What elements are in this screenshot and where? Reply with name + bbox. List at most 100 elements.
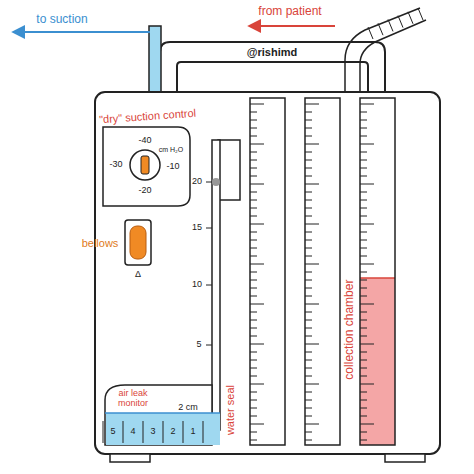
scale-number: 15 — [192, 223, 202, 233]
ruler-tick — [250, 104, 264, 105]
unit-label: cm H₂O — [159, 146, 184, 154]
ruler-tick — [360, 392, 367, 393]
ruler-tick — [305, 400, 312, 401]
ruler-tick — [250, 440, 257, 441]
ruler-tick — [250, 248, 257, 249]
ruler-tick — [250, 232, 257, 233]
scale-number: 5 — [196, 340, 201, 350]
ruler-tick — [250, 184, 264, 185]
ruler-tick — [360, 352, 367, 353]
ruler-tick — [360, 128, 367, 129]
suction-dial — [130, 150, 160, 180]
ruler-tick — [360, 216, 367, 217]
dial-knob — [141, 156, 149, 174]
ruler-tick — [360, 400, 367, 401]
ruler-tick — [250, 272, 257, 273]
ruler-tick — [305, 264, 319, 265]
ruler-tick — [305, 368, 312, 369]
dial-number: -20 — [138, 186, 151, 196]
water — [106, 413, 220, 445]
ruler-tick — [305, 408, 312, 409]
ruler-tick — [250, 208, 257, 209]
flow-label: from patient — [258, 5, 321, 18]
ruler-tick — [305, 344, 319, 345]
ruler-tick — [250, 320, 257, 321]
ruler-tick — [250, 408, 257, 409]
scale-tick — [206, 285, 212, 286]
fluid-level — [360, 277, 395, 279]
ruler-tick — [360, 368, 367, 369]
ruler-tick — [360, 280, 367, 281]
ruler-tick — [360, 320, 367, 321]
ruler-tick — [305, 160, 312, 161]
scale-tick — [206, 182, 212, 183]
level-dot — [212, 178, 220, 186]
collection-ruler — [360, 98, 395, 445]
air-leak-cells — [103, 421, 203, 443]
hose-rib — [368, 27, 373, 39]
ruler-tick — [360, 104, 374, 105]
ruler-tick — [305, 392, 312, 393]
ruler-tick — [250, 176, 257, 177]
ruler-tick — [305, 256, 312, 257]
handle — [160, 42, 385, 92]
housing — [95, 92, 440, 454]
dial-number: -40 — [138, 136, 151, 146]
ruler-tick — [250, 360, 257, 361]
ruler-tick — [250, 352, 257, 353]
hose-rib — [378, 23, 383, 35]
ruler-tick — [360, 328, 367, 329]
ruler-tick — [250, 312, 257, 313]
ruler-tick — [250, 160, 257, 161]
watermark: @rishimd — [247, 46, 297, 58]
foot — [385, 454, 425, 462]
ruler-tick — [250, 304, 264, 305]
ruler-tick — [305, 184, 319, 185]
hose-rib — [418, 8, 423, 20]
ruler-tick — [305, 376, 312, 377]
ruler-tick — [360, 152, 367, 153]
cell-divider — [103, 421, 104, 443]
ruler-tick — [250, 216, 257, 217]
ruler-tick — [360, 384, 374, 385]
ruler-tick — [360, 408, 367, 409]
ruler-tick — [360, 192, 367, 193]
ruler-tick — [360, 288, 367, 289]
collection-ruler — [250, 98, 285, 445]
ruler-tick — [305, 224, 319, 225]
ruler-tick — [250, 192, 257, 193]
ruler-tick — [305, 304, 319, 305]
ruler-tick — [250, 368, 257, 369]
ruler-tick — [250, 328, 257, 329]
scale-number: 2 cm — [178, 403, 198, 413]
ruler-tick — [250, 344, 264, 345]
ruler-tick — [360, 248, 367, 249]
ruler-tick — [250, 416, 257, 417]
dial-number: -10 — [166, 162, 179, 172]
ruler-tick — [250, 256, 257, 257]
ruler-tick — [360, 144, 374, 145]
ruler-tick — [305, 272, 312, 273]
cell-divider — [163, 421, 164, 443]
ruler-tick — [360, 376, 367, 377]
cell-number: 4 — [130, 427, 135, 437]
scale-number: 10 — [192, 280, 202, 290]
ruler-tick — [305, 424, 319, 425]
ruler-tick — [305, 208, 312, 209]
ruler-tick — [305, 312, 312, 313]
ruler-tick — [360, 432, 367, 433]
ruler-tick — [305, 288, 312, 289]
water-line — [105, 412, 220, 414]
ruler-tick — [250, 280, 257, 281]
ruler-tick — [360, 344, 374, 345]
ruler-tick — [360, 240, 367, 241]
ruler-tick — [305, 336, 312, 337]
ruler-tick — [305, 248, 312, 249]
collection-fill — [360, 278, 395, 445]
ruler-tick — [305, 200, 312, 201]
ruler-tick — [360, 360, 367, 361]
ruler-tick — [305, 216, 312, 217]
collection-ruler — [305, 98, 340, 445]
ruler-tick — [360, 416, 367, 417]
ruler-tick — [305, 128, 312, 129]
